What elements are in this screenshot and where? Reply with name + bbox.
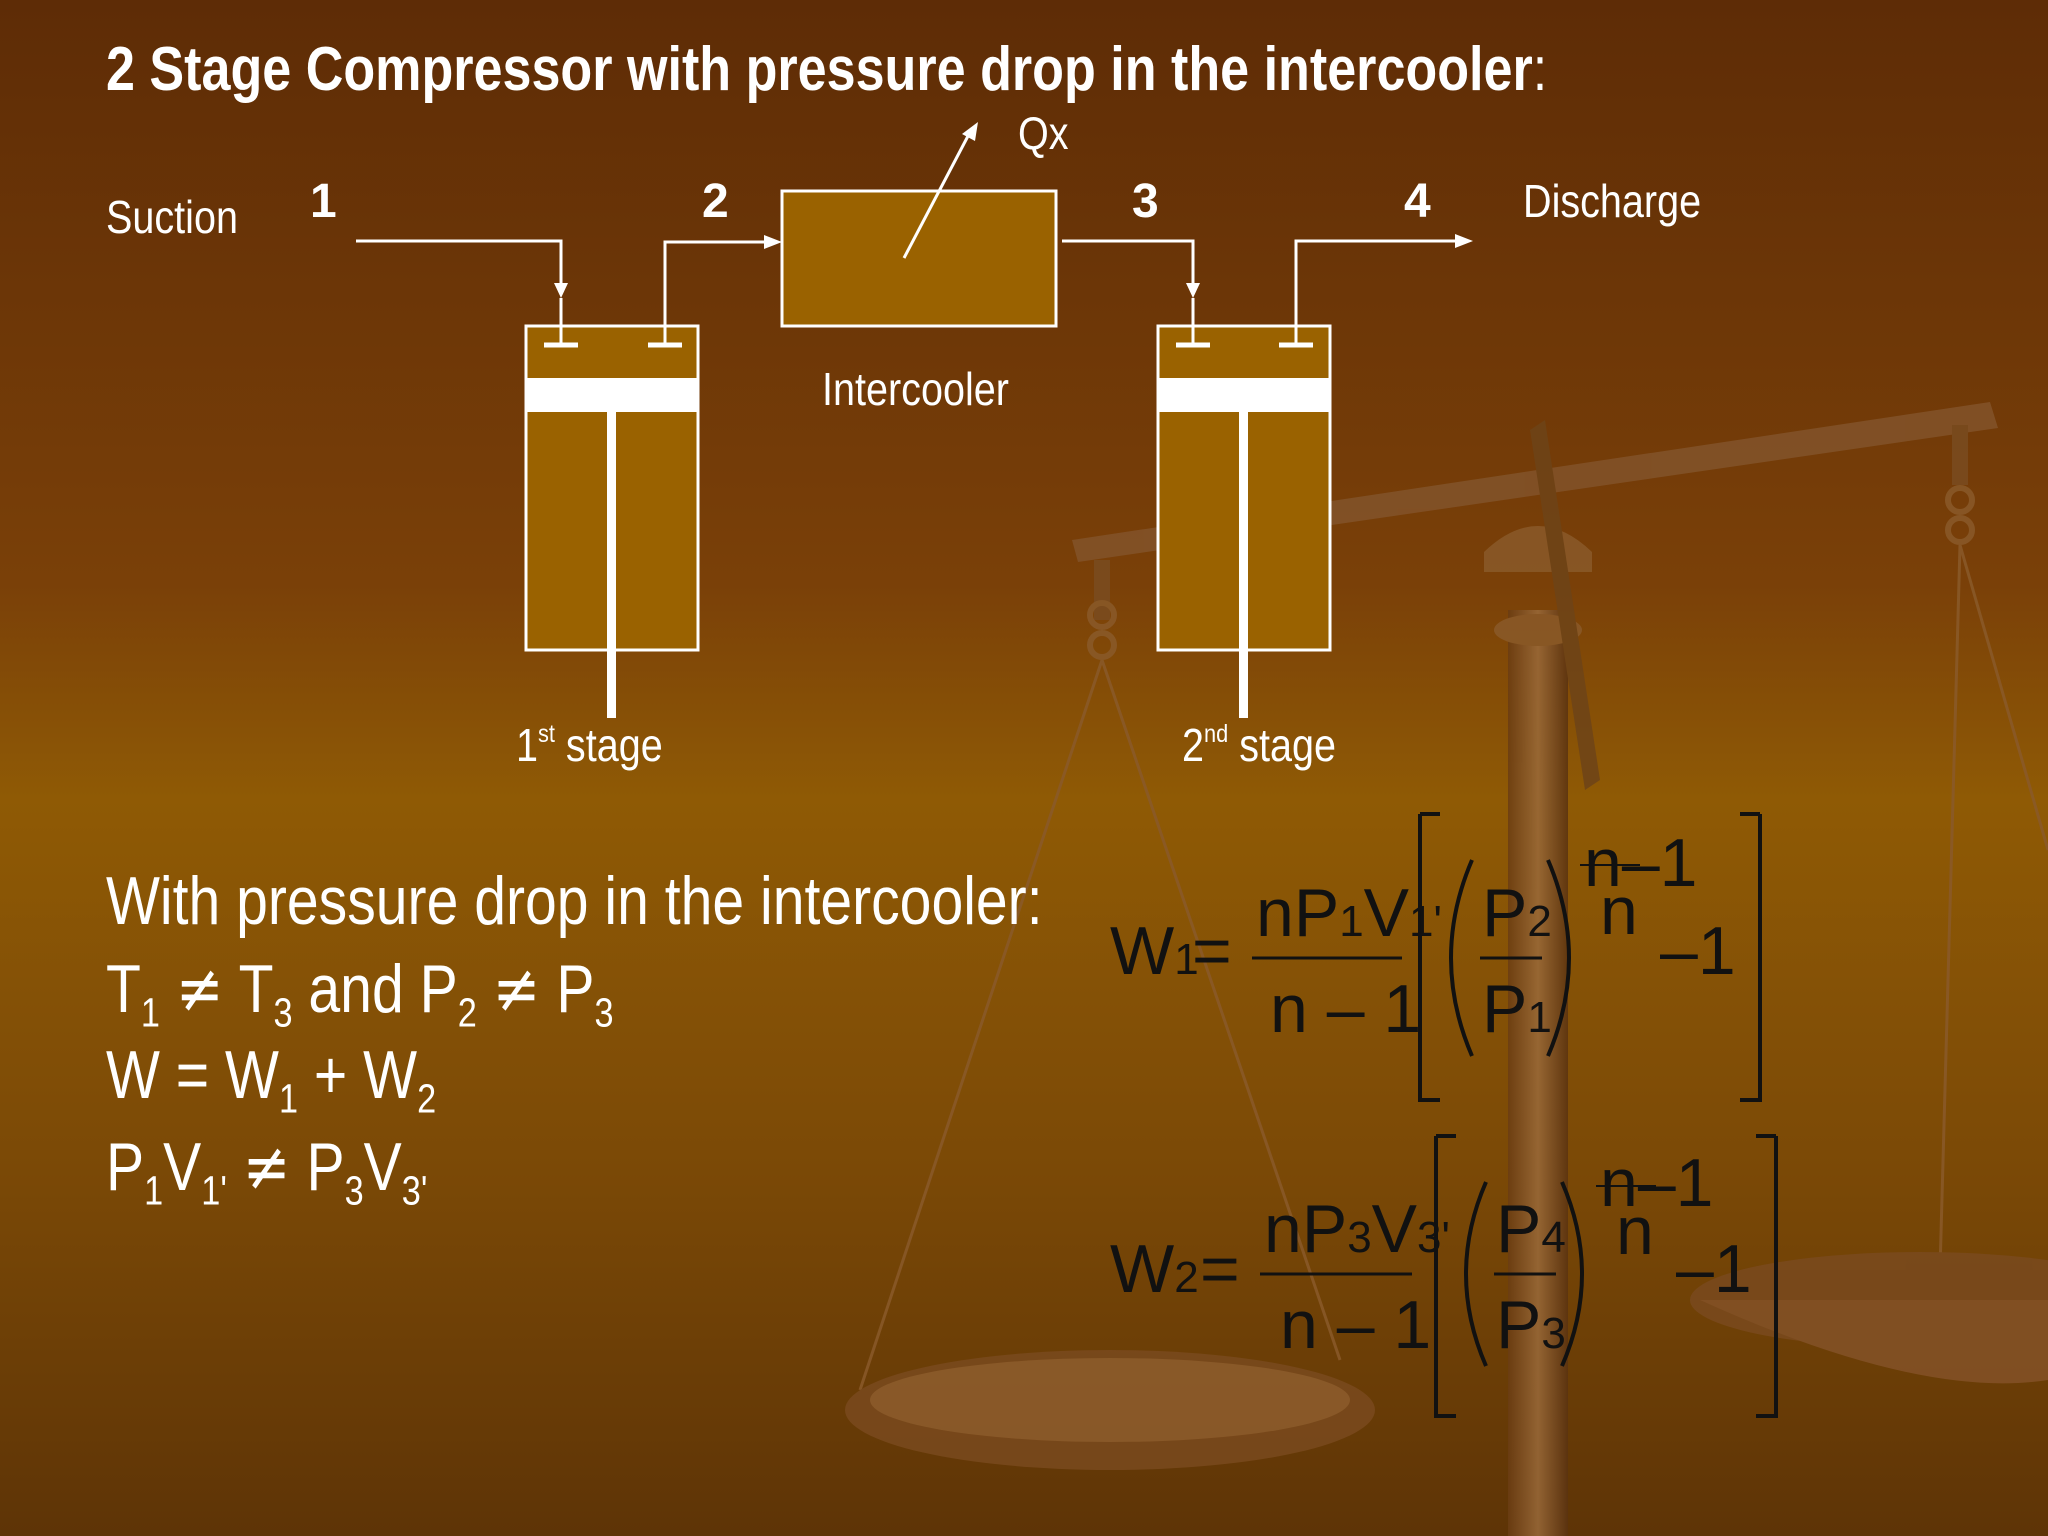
line-2 [663, 240, 764, 292]
w2-equals: = [1200, 1231, 1240, 1307]
equation-w2-lines [1260, 1134, 1778, 1418]
notes-temperature-pressure: T1 ≠ T3 and P2 ≠ P3 [106, 950, 614, 1036]
w2-lhs: W2 [1110, 1231, 1199, 1307]
w2-denominator: n – 1 [1280, 1287, 1432, 1363]
w1-inner-denominator: P1 [1482, 971, 1552, 1047]
notes-total-work: W = W1 + W2 [106, 1037, 437, 1122]
w2-left-bracket [1434, 1134, 1456, 1418]
stage2-piston [1158, 378, 1330, 412]
intercooler-box [780, 189, 1058, 328]
w1-right-bracket [1740, 812, 1762, 1102]
line-3-arrowhead [1186, 283, 1200, 298]
stage1-piston-rod [607, 412, 616, 718]
line-2-arrowhead [764, 235, 782, 249]
point-4-label: 4 [1404, 175, 1431, 228]
line-3 [1062, 239, 1195, 285]
slide-title-colon: : [1532, 35, 1548, 104]
w1-left-bracket [1418, 812, 1440, 1102]
slide-title: 2 Stage Compressor with pressure drop in… [106, 34, 1547, 105]
stage2-piston-rod [1239, 412, 1248, 718]
notes-pv-inequality: P1V1' ≠ P3V3' [106, 1128, 428, 1214]
point-1-label: 1 [310, 175, 337, 228]
w1-exponent-numerator: n–1 [1584, 825, 1698, 901]
heat-arrowhead [962, 122, 978, 141]
stage1-label: 1st stage [516, 719, 663, 771]
w2-minus-one: –1 [1676, 1231, 1752, 1307]
w2-right-paren [1560, 1181, 1584, 1367]
discharge-label: Discharge [1523, 175, 1702, 227]
stage2-label: 2nd stage [1182, 719, 1336, 771]
w1-right-paren [1546, 859, 1571, 1057]
w1-exponent-denominator: n [1600, 873, 1638, 949]
discharge-arrowhead [1455, 234, 1473, 248]
w2-inner-denominator: P3 [1496, 1287, 1566, 1363]
w2-exponent-denominator: n [1616, 1193, 1654, 1269]
suction-arrowhead [554, 283, 568, 298]
point-2-label: 2 [702, 175, 729, 228]
slide-title-text: 2 Stage Compressor with pressure drop in… [106, 35, 1533, 104]
w1-inner-numerator: P2 [1482, 875, 1552, 951]
heat-arrow-line [902, 135, 970, 259]
suction-label: Suction [106, 191, 238, 243]
equation-w1: W1 = nP1V1' n – 1 P2 P1 n–1 n –1 [1100, 810, 1800, 1110]
w1-numerator: nP1V1' [1256, 875, 1442, 951]
w1-minus-one: –1 [1660, 913, 1736, 989]
notes-heading: With pressure drop in the intercooler: [106, 863, 1043, 939]
w1-equals: = [1192, 913, 1232, 989]
suction-line [356, 239, 563, 285]
stage1-piston [526, 378, 698, 412]
w2-numerator: nP3V3' [1264, 1191, 1450, 1267]
discharge-line [1294, 239, 1455, 292]
point-3-label: 3 [1132, 175, 1159, 228]
w2-right-bracket [1756, 1134, 1778, 1418]
w2-left-paren [1464, 1181, 1488, 1367]
w2-inner-numerator: P4 [1496, 1191, 1566, 1267]
w2-exponent-numerator: n–1 [1600, 1145, 1714, 1221]
w1-denominator: n – 1 [1270, 971, 1422, 1047]
intercooler-label: Intercooler [822, 363, 1009, 415]
w1-left-paren [1449, 859, 1474, 1057]
heat-removed-label: Qx [1018, 107, 1069, 159]
equation-w2: W2 = nP3V3' n – 1 P4 P3 n–1 n –1 [1100, 1130, 1800, 1430]
w1-lhs: W1 [1110, 913, 1199, 989]
equation-w1-lines [1252, 812, 1762, 1102]
